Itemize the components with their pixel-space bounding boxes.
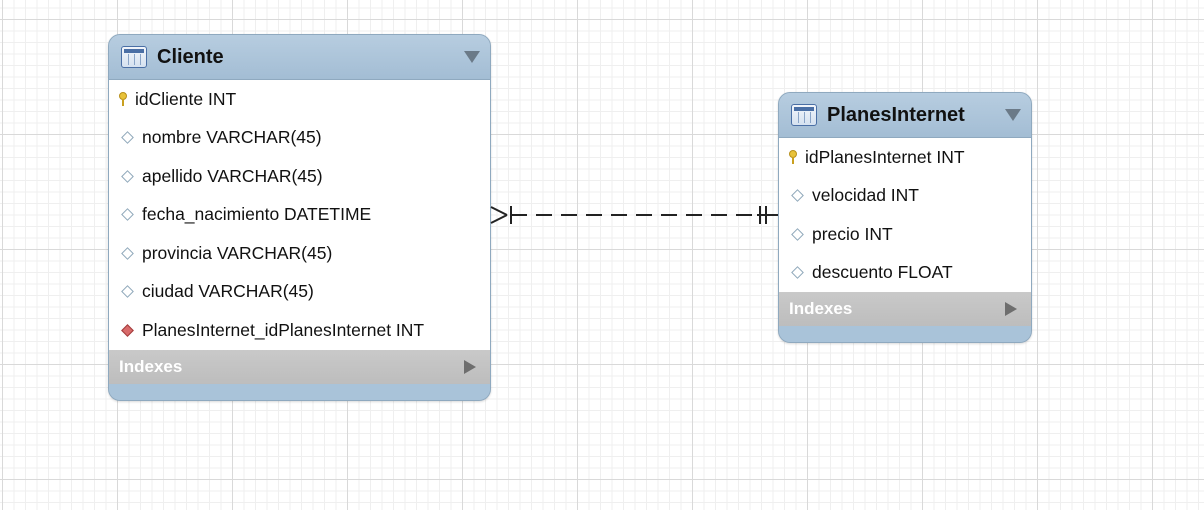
entity-title: PlanesInternet — [827, 103, 965, 126]
column-row[interactable]: idCliente INT — [109, 80, 490, 119]
column-row[interactable]: idPlanesInternet INT — [779, 138, 1031, 177]
entity-footer — [779, 326, 1031, 342]
column-label: precio INT — [812, 223, 893, 244]
entity-footer — [109, 383, 490, 400]
indexes-label: Indexes — [119, 356, 183, 376]
collapse-triangle-icon[interactable] — [1005, 109, 1021, 121]
collapse-triangle-icon[interactable] — [464, 51, 480, 63]
table-icon — [121, 46, 147, 68]
expand-triangle-icon[interactable] — [464, 359, 476, 374]
expand-triangle-icon[interactable] — [1005, 302, 1017, 316]
column-row[interactable]: fecha_nacimiento DATETIME — [109, 196, 490, 235]
column-row[interactable]: provincia VARCHAR(45) — [109, 234, 490, 273]
column-label: idCliente INT — [135, 88, 237, 109]
indexes-bar[interactable]: Indexes — [779, 292, 1031, 326]
column-row[interactable]: ciudad VARCHAR(45) — [109, 273, 490, 312]
column-label: descuento FLOAT — [812, 262, 953, 283]
column-label: idPlanesInternet INT — [805, 146, 965, 167]
crows-foot-many-icon — [490, 206, 512, 224]
primary-key-icon — [789, 150, 797, 165]
one-and-only-one-icon — [757, 206, 778, 224]
column-label: PlanesInternet_idPlanesInternet INT — [142, 319, 425, 340]
column-label: nombre VARCHAR(45) — [142, 127, 322, 148]
column-row[interactable]: PlanesInternet_idPlanesInternet INT — [109, 311, 490, 350]
column-label: apellido VARCHAR(45) — [142, 165, 323, 186]
entity-planesinternet[interactable]: PlanesInternet idPlanesInternet INT velo… — [778, 92, 1032, 343]
entity-header[interactable]: PlanesInternet — [779, 93, 1031, 138]
column-label: velocidad INT — [812, 185, 919, 206]
column-list: idCliente INT nombre VARCHAR(45) apellid… — [109, 80, 490, 350]
column-label: fecha_nacimiento DATETIME — [142, 204, 372, 225]
entity-header[interactable]: Cliente — [109, 35, 490, 80]
indexes-bar[interactable]: Indexes — [109, 349, 490, 384]
entity-title: Cliente — [157, 45, 224, 68]
indexes-label: Indexes — [789, 299, 853, 318]
column-row[interactable]: precio INT — [779, 215, 1031, 254]
entity-cliente[interactable]: Cliente idCliente INT nombre VARCHAR(45)… — [108, 34, 491, 401]
column-label: provincia VARCHAR(45) — [142, 242, 333, 263]
column-label: ciudad VARCHAR(45) — [142, 281, 314, 302]
column-list: idPlanesInternet INT velocidad INT preci… — [779, 138, 1031, 292]
column-row[interactable]: descuento FLOAT — [779, 254, 1031, 293]
column-row[interactable]: velocidad INT — [779, 177, 1031, 216]
column-row[interactable]: nombre VARCHAR(45) — [109, 119, 490, 158]
primary-key-icon — [119, 92, 127, 107]
table-icon — [791, 104, 817, 126]
column-row[interactable]: apellido VARCHAR(45) — [109, 157, 490, 196]
